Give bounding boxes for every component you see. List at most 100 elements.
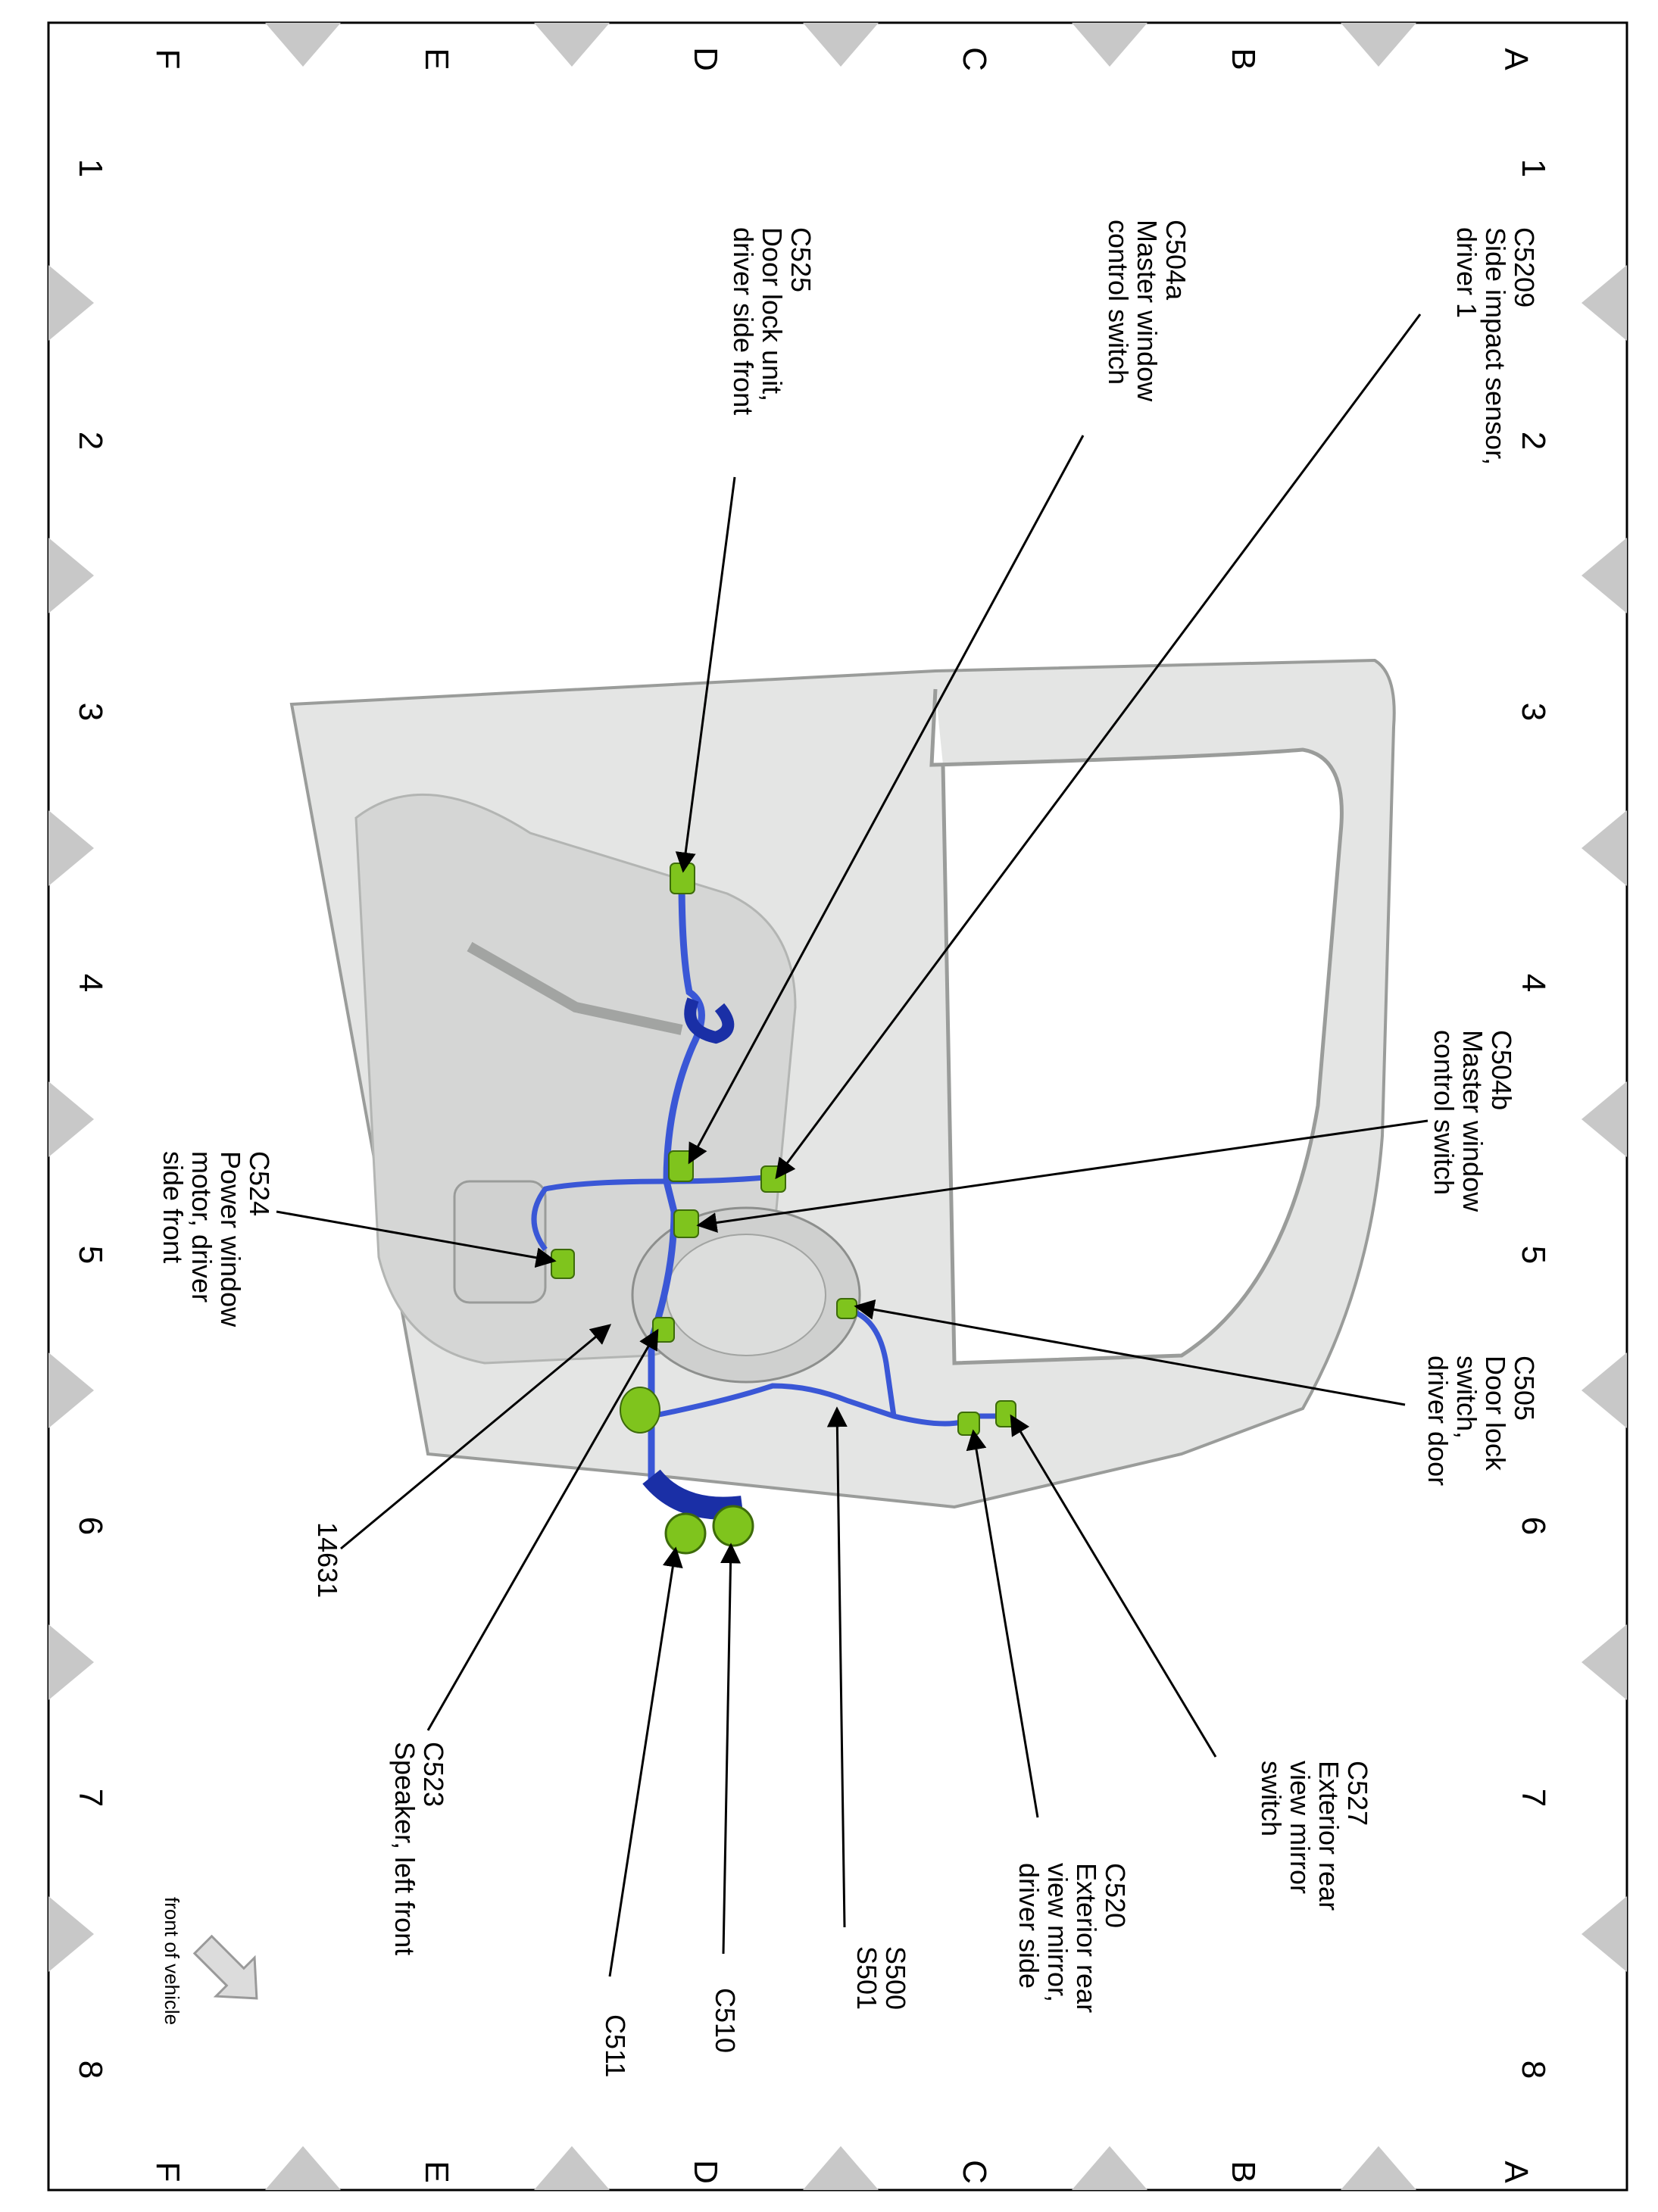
grid-row-letter: B <box>1225 2161 1262 2182</box>
grid-triangle-top <box>803 23 879 67</box>
connector-c505 <box>836 1298 857 1319</box>
leader-c524 <box>276 1210 557 1268</box>
grid-triangle-right <box>1582 810 1627 886</box>
grid-column-number: 8 <box>1515 2061 1552 2079</box>
grid-triangle-left <box>48 538 94 613</box>
callout-c510: C510 <box>710 1988 741 2053</box>
leader-c504b <box>696 1119 1429 1233</box>
callout-description: Speaker, left front <box>389 1742 420 1955</box>
grid-triangle-left <box>48 1624 94 1700</box>
grid-row-letter: E <box>418 48 455 70</box>
callout-description: Exterior rear <box>1071 1863 1102 2013</box>
callout-code: 14631 <box>312 1522 343 1598</box>
harness-branch-mirror <box>651 1383 1007 1427</box>
callout-description: view mirror, <box>1042 1863 1073 2002</box>
grid-row-letter: A <box>1497 48 1535 70</box>
grid-row-letter: A <box>1497 2161 1535 2183</box>
grid-triangle-top <box>534 23 610 67</box>
callout-code: C504a <box>1160 220 1191 301</box>
harness-main-trunk <box>648 878 705 1484</box>
leader-c510 <box>720 1543 742 1955</box>
grid-triangle-left <box>48 265 94 341</box>
grid-column-number: 5 <box>1515 1246 1552 1264</box>
window-frame-opening <box>929 688 1344 1365</box>
connector-c524 <box>551 1249 575 1279</box>
grid-row-letter: F <box>149 2162 186 2182</box>
callout-description: Master window <box>1132 220 1163 402</box>
grid-row-letter: F <box>149 49 186 70</box>
callout-code: C504b <box>1486 1030 1517 1110</box>
orientation-label: front of vehicle <box>161 1897 183 2025</box>
leader-c527 <box>1010 1414 1217 1758</box>
grid-row-letter: B <box>1225 48 1262 70</box>
leader-c520 <box>966 1429 1039 1818</box>
callout-description: control switch <box>1429 1030 1460 1195</box>
leader-lines <box>276 314 1429 1977</box>
callout-description: switch, <box>1451 1356 1482 1439</box>
direction-arrow-icon <box>192 1934 258 2000</box>
connector-c510 <box>712 1505 754 1547</box>
callout-description: Master window <box>1457 1030 1488 1212</box>
callout-code: C527 <box>1342 1761 1373 1826</box>
grid-row-letter: D <box>687 47 724 71</box>
connector-c504b <box>673 1209 699 1238</box>
leader-c523 <box>426 1328 659 1731</box>
callout-c511: C511 <box>600 2014 631 2077</box>
grid-triangle-top <box>1072 23 1147 67</box>
grid-row-letter: C <box>956 2160 993 2184</box>
connector-c504a <box>668 1150 694 1182</box>
callout-description: S501 <box>851 1946 882 2010</box>
grid-column-number: 8 <box>72 2061 109 2079</box>
grid-triangle-left <box>48 1081 94 1157</box>
grid-column-number: 2 <box>1515 432 1552 450</box>
grid-column-number: 4 <box>72 974 109 992</box>
grid-triangle-bottom <box>265 2146 341 2190</box>
callout-description: Power window <box>215 1151 246 1328</box>
callout-description: switch <box>1256 1761 1287 1836</box>
grid-triangle-right <box>1582 538 1627 613</box>
grid-column-number: 6 <box>72 1517 109 1535</box>
grid-triangle-left <box>48 1352 94 1428</box>
grid-column-number: 2 <box>72 432 109 450</box>
grommet-speaker <box>620 1387 660 1434</box>
lower-vent-cutout <box>453 1180 547 1304</box>
grid-column-number: 6 <box>1515 1517 1552 1535</box>
grid-triangle-right <box>1582 1896 1627 1972</box>
grid-triangle-right <box>1582 1352 1627 1428</box>
leader-c5209 <box>775 314 1422 1180</box>
leader-c504a <box>688 435 1085 1165</box>
leader-c505 <box>854 1299 1406 1406</box>
callout-code: S500 <box>880 1946 911 2010</box>
connector-c527 <box>995 1400 1016 1427</box>
grid-triangle-top <box>265 23 341 67</box>
grid-row-letter: C <box>956 47 993 71</box>
grid-triangle-bottom <box>1072 2146 1147 2190</box>
connector-c511 <box>664 1512 707 1555</box>
callout-description: Exterior rear <box>1313 1761 1344 1911</box>
callout-description: driver 1 <box>1451 227 1482 318</box>
grid-column-number: 3 <box>1515 703 1552 721</box>
grid-column-number: 3 <box>72 703 109 721</box>
callout-description: Side impact sensor, <box>1480 227 1511 465</box>
grid-row-letter: D <box>687 2160 724 2184</box>
grid-triangle-bottom <box>1341 2146 1416 2190</box>
callout-n14631: 14631 <box>312 1522 343 1598</box>
grid-column-number: 7 <box>1515 1789 1552 1807</box>
grid-column-number: 4 <box>1515 974 1552 992</box>
connector-c523 <box>652 1317 675 1343</box>
callout-code: C510 <box>710 1988 741 2053</box>
door-panel <box>289 658 1396 1509</box>
grid-triangle-left <box>48 810 94 886</box>
callout-description: driver side front <box>728 227 759 415</box>
leader-c525 <box>675 476 736 873</box>
harness-loop <box>684 997 735 1044</box>
